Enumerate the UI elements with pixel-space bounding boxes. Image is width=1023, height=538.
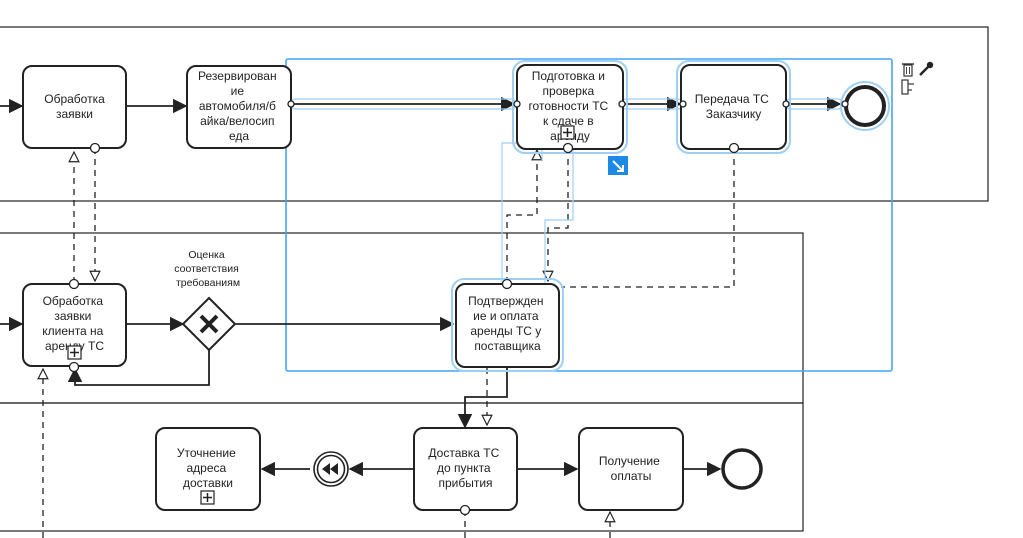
svg-text:Доставка ТС до пункта: Доставка ТС до пункта прибытия: [428, 446, 502, 490]
task-label: проверка: [543, 84, 595, 98]
subprocess-plus-icon[interactable]: [560, 125, 575, 140]
task-label: ие: [231, 84, 245, 98]
replace-icon[interactable]: [901, 79, 914, 95]
task-label: Уточнение: [177, 446, 236, 460]
task-label: автомобиля/б: [199, 99, 276, 113]
gateway-label: Оценка соответствия требованиям: [174, 249, 241, 289]
task-podgotovka[interactable]: Подготовка и проверка готовности ТС к сд…: [512, 60, 628, 154]
task-dostavka[interactable]: Доставка ТС до пункта прибытия: [413, 427, 518, 511]
svg-text:Подготовка и проверка: Подготовка и проверка готовности ТС к сд…: [528, 69, 611, 143]
gateway-label-line: требованиям: [176, 277, 240, 289]
task-label: ие и оплата: [473, 309, 539, 323]
task-label: Подготовка и: [532, 69, 605, 83]
end-event-bottom[interactable]: [721, 448, 763, 490]
task-label: Резервирован: [198, 69, 277, 83]
task-label: адреса: [186, 461, 226, 475]
connection-points: [68, 100, 849, 516]
selection-box[interactable]: [285, 58, 893, 372]
task-label: заявки: [56, 107, 93, 121]
svg-text:Передача ТС Заказчику: Передача ТС Заказчику: [695, 92, 772, 121]
task-label: доставки: [183, 476, 233, 490]
task-label: до пункта: [437, 461, 491, 475]
task-label: готовности ТС: [528, 99, 608, 113]
task-poluchenie-oplaty[interactable]: Получение оплаты: [578, 427, 684, 511]
svg-text:Обработка заявки к: Обработка заявки клиента на аренду ТС: [42, 294, 106, 353]
exclusive-gateway-x: [199, 314, 219, 334]
svg-text:Подтвержден ие и оплата: Подтвержден ие и оплата аренды ТС у пост…: [468, 294, 547, 353]
task-rezervirovanie[interactable]: Резервирован ие автомобиля/б айка/велоси…: [186, 65, 292, 149]
task-label: Подтвержден: [468, 294, 543, 308]
wrench-icon[interactable]: [919, 61, 934, 76]
sequence-flows: [0, 96, 842, 477]
subprocess-plus-icon[interactable]: [67, 345, 82, 360]
svg-text:Получение оплаты: Получение оплаты: [599, 454, 663, 483]
end-event-top[interactable]: [840, 81, 890, 131]
svg-text:Уточнение адреса д: Уточнение адреса доставки: [177, 446, 239, 490]
task-label: Доставка ТС: [428, 446, 499, 460]
task-label: Передача ТС: [695, 92, 769, 106]
compensation-event-icon: [322, 463, 338, 475]
task-podtverzhdenie[interactable]: Подтвержден ие и оплата аренды ТС у пост…: [451, 278, 564, 372]
task-label: Получение: [599, 454, 660, 468]
task-label: Обработка: [43, 294, 104, 308]
task-label: прибытия: [438, 476, 492, 490]
trash-icon[interactable]: [902, 63, 914, 77]
exclusive-gateway[interactable]: [181, 296, 237, 352]
task-obrabotka-klienta[interactable]: Обработка заявки клиента на аренду ТС: [22, 283, 127, 367]
task-label: еда: [229, 129, 249, 143]
task-label: к сдаче в: [543, 114, 594, 128]
task-label: оплаты: [611, 469, 652, 483]
svg-text:Резервирован ие ав: Резервирован ие автомобиля/б айка/велоси…: [198, 69, 280, 143]
task-peredacha[interactable]: Передача ТС Заказчику: [676, 60, 791, 154]
message-flows: [43, 148, 735, 538]
task-label: айка/велосип: [200, 114, 274, 128]
subprocess-plus-icon[interactable]: [200, 490, 215, 505]
task-label: аренды ТС у: [470, 324, 541, 338]
pool-top[interactable]: [0, 26, 989, 202]
append-arrow-icon[interactable]: [608, 156, 628, 175]
gateway-label-line: Оценка: [188, 249, 225, 261]
task-label: клиента на: [42, 324, 103, 338]
pool-bottom[interactable]: [0, 402, 804, 532]
task-label: Заказчику: [706, 107, 761, 121]
task-label: заявки: [54, 309, 91, 323]
task-label: Обработка: [44, 92, 105, 106]
task-utochnenie[interactable]: Уточнение адреса доставки: [155, 427, 261, 511]
compensation-event[interactable]: [313, 451, 349, 487]
gateway-label-line: соответствия: [174, 263, 238, 275]
task-label: поставщика: [474, 339, 541, 353]
